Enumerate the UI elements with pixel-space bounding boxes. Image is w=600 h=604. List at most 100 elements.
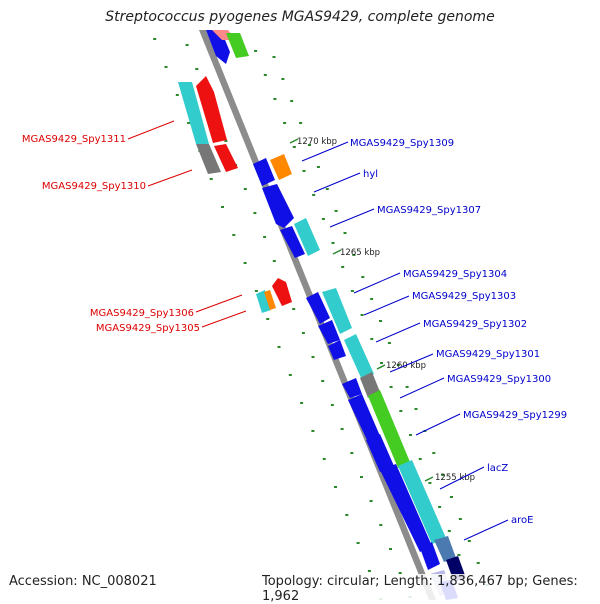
- tick-dot: [272, 56, 276, 58]
- gene-feature: [262, 184, 294, 228]
- gene-feature: [214, 144, 238, 172]
- gene-label[interactable]: MGAS9429_Spy1302: [423, 319, 527, 330]
- gene-feature: [256, 290, 271, 313]
- tick-dot: [292, 146, 296, 148]
- gene-feature: [178, 82, 209, 144]
- gene-feature: [226, 33, 249, 58]
- tick-dot: [389, 386, 393, 388]
- forward-gene-labels: MGAS9429_Spy1309 hyl MGAS9429_Spy1307 MG…: [301, 138, 567, 541]
- scale-label: 1260 kbp: [386, 361, 426, 371]
- tick-dots: [153, 38, 489, 600]
- tick-dot: [277, 346, 281, 348]
- tick-dot: [330, 404, 334, 406]
- tick-dot: [175, 94, 179, 96]
- tick-dot: [370, 298, 374, 300]
- tick-dot: [418, 458, 422, 460]
- gene-group-1309: [253, 154, 320, 258]
- tick-dot: [153, 38, 157, 40]
- tick-dot: [405, 386, 409, 388]
- tick-dot: [283, 122, 287, 124]
- tick-dot: [414, 408, 418, 410]
- tick-dot: [389, 548, 392, 550]
- tick-dot: [360, 314, 364, 316]
- tick-dot: [311, 356, 315, 358]
- gene-feature: [294, 218, 320, 256]
- gene-label[interactable]: hyl: [363, 169, 378, 180]
- tick-dot: [288, 374, 292, 376]
- gene-label[interactable]: MGAS9429_Spy1309: [350, 138, 454, 149]
- tick-dot: [350, 290, 354, 292]
- tick-dot: [360, 476, 363, 478]
- gene-label[interactable]: aroE: [511, 515, 533, 526]
- tick-dot: [243, 262, 247, 264]
- tick-dot: [467, 540, 471, 542]
- tick-dot: [312, 194, 316, 196]
- tick-dot: [340, 428, 344, 430]
- tick-dot: [322, 458, 326, 460]
- tick-dot: [398, 572, 402, 574]
- tick-dot: [266, 318, 270, 320]
- tick-dot: [253, 212, 257, 214]
- tick-dot: [447, 530, 451, 532]
- scale-label: 1255 kbp: [435, 473, 475, 483]
- scale-labels: 1270 kbp 1265 kbp 1260 kbp 1255 kbp: [289, 137, 475, 483]
- gene-label[interactable]: MGAS9429_Spy1304: [403, 269, 507, 280]
- tick-dot: [396, 364, 400, 366]
- tick-dot: [232, 234, 236, 236]
- gene-group-top: [206, 30, 249, 64]
- gene-label[interactable]: MGAS9429_Spy1300: [447, 374, 551, 385]
- genome-title: Streptococcus pyogenes MGAS9429, complet…: [105, 9, 495, 25]
- gene-label[interactable]: MGAS9429_Spy1310: [42, 181, 146, 192]
- tick-dot: [345, 514, 349, 516]
- gene-feature: [398, 460, 446, 544]
- tick-dot: [316, 166, 320, 168]
- gene-label[interactable]: lacZ: [487, 463, 508, 474]
- gene-label[interactable]: MGAS9429_Spy1301: [436, 349, 540, 360]
- gene-feature: [272, 278, 292, 306]
- gene-group-1304: [306, 288, 374, 380]
- gene-label[interactable]: MGAS9429_Spy1305: [96, 323, 200, 334]
- gene-feature: [322, 288, 352, 334]
- tick-dot: [350, 452, 354, 454]
- gene-group-1306: [256, 278, 292, 313]
- tick-dot: [369, 500, 373, 502]
- gene-feature: [342, 378, 362, 398]
- tick-dot: [209, 178, 213, 180]
- tick-dot: [301, 332, 305, 334]
- tick-dot: [457, 554, 461, 556]
- gene-feature: [434, 536, 456, 562]
- reverse-gene-labels: MGAS9429_Spy1311 MGAS9429_Spy1310 MGAS94…: [22, 120, 247, 334]
- tick-dot: [187, 122, 191, 124]
- gene-feature: [344, 334, 374, 380]
- gene-label[interactable]: MGAS9429_Spy1303: [412, 291, 516, 302]
- gene-feature: [328, 340, 346, 360]
- tick-dot: [458, 518, 462, 520]
- tick-dot: [221, 206, 224, 208]
- tick-dot: [254, 50, 258, 52]
- gene-feature: [348, 394, 380, 442]
- tick-dot: [356, 542, 360, 544]
- tick-dot: [450, 496, 453, 498]
- tick-dot: [254, 290, 258, 292]
- tick-dot: [263, 74, 267, 76]
- tick-dot: [379, 320, 382, 322]
- tick-dot: [428, 482, 432, 484]
- gene-feature: [196, 76, 227, 143]
- tick-dot: [380, 362, 383, 364]
- tick-dot: [341, 266, 345, 268]
- tick-dot: [325, 188, 329, 190]
- gene-label[interactable]: MGAS9429_Spy1299: [463, 410, 567, 421]
- gene-feature: [360, 372, 380, 398]
- gene-feature: [280, 226, 305, 258]
- tick-dot: [409, 434, 412, 436]
- gene-label[interactable]: MGAS9429_Spy1306: [90, 308, 194, 319]
- gene-label[interactable]: MGAS9429_Spy1311: [22, 134, 126, 145]
- tick-dot: [290, 100, 294, 102]
- tick-dot: [272, 260, 276, 262]
- tick-dot: [438, 506, 442, 508]
- tick-dot: [273, 98, 277, 100]
- gene-label[interactable]: MGAS9429_Spy1307: [377, 205, 481, 216]
- tick-dot: [195, 68, 199, 70]
